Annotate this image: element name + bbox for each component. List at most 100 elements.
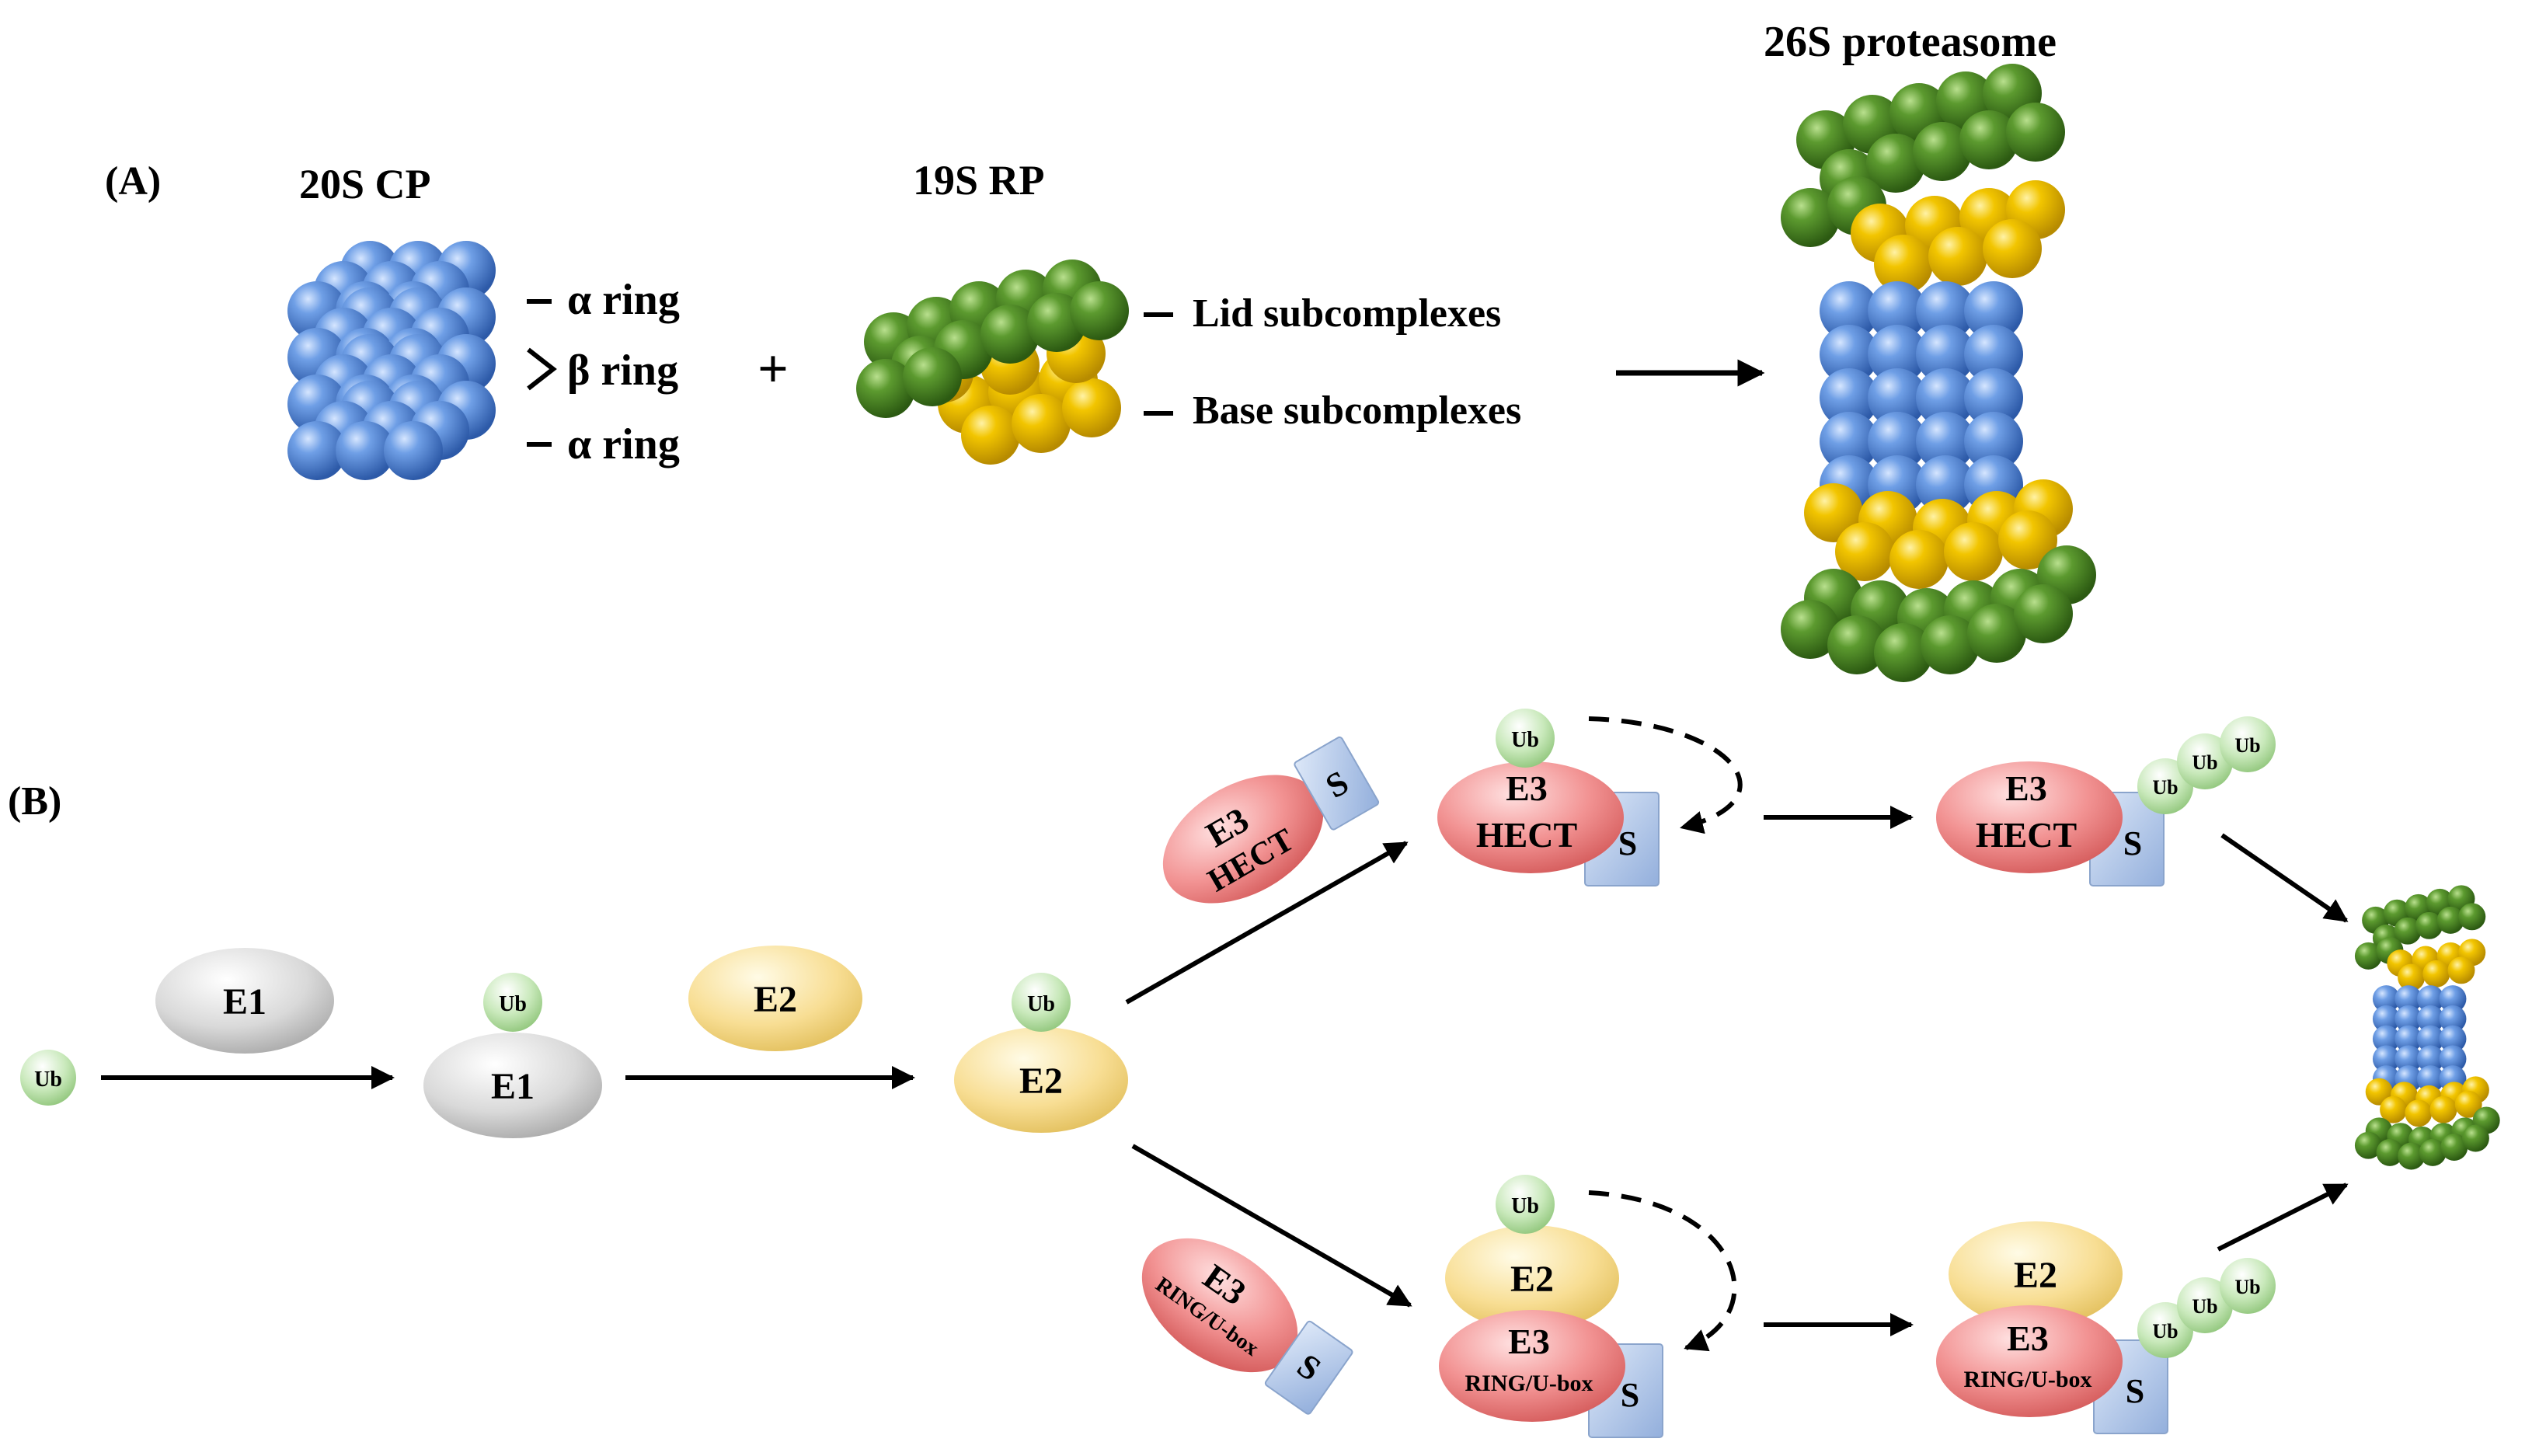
e2-enzyme-catalyst: E2 [688, 946, 862, 1051]
cp-subunit-sphere [336, 421, 395, 480]
e3-ring-catalyst: E3 RING/U-box S [1141, 1238, 1353, 1415]
proteasome-core-sphere [1964, 281, 2023, 340]
rp-lid-sphere [903, 347, 962, 406]
hect-label: HECT [1976, 815, 2077, 855]
e1-label-2: E1 [491, 1066, 535, 1107]
panel-b: (B) Ub E1 E1 Ub E2 E2 Ub [8, 709, 2500, 1438]
ub-label: Ub [2234, 734, 2260, 757]
proteasome-base-sphere [1998, 510, 2057, 570]
proteasome-core-sphere [1916, 412, 1975, 471]
cp-subunit-sphere [384, 421, 443, 480]
e3-label: E3 [2005, 768, 2047, 808]
e1-label: E1 [223, 981, 266, 1022]
proteasome-core-sphere [2394, 1025, 2422, 1053]
proteasome-base-sphere [2398, 963, 2426, 991]
proteasome-lid-sphere [1913, 122, 1972, 181]
20s-cp-structure [287, 241, 496, 480]
ub-label: Ub [2192, 1295, 2217, 1318]
proteasome-lid-sphere [1959, 110, 2018, 169]
e3-hect-catalyst: E3 HECT S [1162, 736, 1380, 904]
cp-subunit-sphere [287, 421, 347, 480]
ub-label: Ub [1027, 992, 1055, 1016]
proteasome-core-sphere [2439, 985, 2467, 1013]
e3-label: E3 [1508, 1322, 1550, 1361]
e2-label-2: E2 [1019, 1061, 1063, 1102]
e3-label: E3 [2007, 1318, 2049, 1358]
proteasome-core-sphere [1820, 368, 1879, 427]
ub-transfer-dashed-arrow [1588, 1190, 1737, 1352]
rp-lid-sphere [980, 305, 1040, 364]
proteasome-core-sphere [2372, 985, 2400, 1013]
proteasome-core-sphere [2372, 1025, 2400, 1053]
proteasome-core-sphere [1868, 281, 1927, 340]
rp-base-sphere [1062, 378, 1121, 437]
proteasome-core-sphere [1916, 281, 1975, 340]
proteasome-base-sphere [2447, 956, 2475, 984]
proteasome-core-sphere [1964, 368, 2023, 427]
proteasome-base-sphere [2380, 1095, 2408, 1123]
proteasome-lid-sphere [2014, 584, 2073, 643]
proteasome-base-sphere [2454, 1090, 2482, 1118]
proteasome-core-sphere [2372, 1045, 2400, 1073]
proteasome-lid-sphere [1781, 188, 1840, 247]
proteasome-core-sphere [2394, 1045, 2422, 1073]
proteasome-base-sphere [2405, 1099, 2433, 1127]
proteasome-lid-sphere [2440, 1134, 2468, 1161]
proteasome-base-sphere [1874, 235, 1933, 294]
proteasome-core-sphere [1820, 412, 1879, 471]
hect-polyub-substrate: S E3 HECT Ub Ub Ub [1936, 716, 2276, 886]
proteasome-lid-sphere [2419, 1138, 2447, 1166]
proteasome-lid-sphere [2376, 1138, 2404, 1166]
proteasome-core-sphere [2394, 985, 2422, 1013]
ub-label: Ub [34, 1068, 62, 1092]
e1-enzyme-catalyst: E1 [155, 948, 334, 1054]
panel-a-label: (A) [105, 159, 161, 204]
proteasome-title: 26S proteasome [1764, 18, 2057, 66]
ring-e2-e3-intermediate: E2 Ub S E3 RING/U-box [1439, 1175, 1737, 1438]
rp-base-sphere [961, 406, 1020, 465]
ub-label: Ub [2192, 751, 2217, 774]
proteasome-core-sphere [2416, 1025, 2444, 1053]
proteasome-lid-sphere [2461, 1124, 2489, 1152]
proteasome-lid-sphere [1781, 600, 1840, 659]
base-subcomplexes-label: Base subcomplexes [1193, 388, 1521, 433]
e2-ub-complex: E2 Ub [954, 973, 1128, 1133]
e3-label: E3 [1506, 768, 1548, 808]
proteasome-core-sphere [1820, 325, 1879, 384]
proteasome-core-sphere [1868, 368, 1927, 427]
proteasome-lid-sphere [1921, 615, 1980, 674]
proteasome-lid-sphere [2394, 917, 2422, 945]
proteasome-base-sphere [1928, 227, 1987, 286]
alpha-ring-bottom-label: α ring [567, 420, 680, 468]
ub-label: Ub [1511, 1194, 1539, 1218]
panel-b-label: (B) [8, 779, 61, 824]
substrate-label: S [1618, 824, 1637, 862]
proteasome-lid-sphere [2354, 942, 2382, 970]
proteasome-core-sphere [2416, 1045, 2444, 1073]
proteasome-lid-sphere [2436, 906, 2464, 934]
proteasome-core-sphere [2416, 1005, 2444, 1033]
alpha-ring-top-label: α ring [567, 276, 680, 324]
e2-label: E2 [754, 979, 797, 1020]
proteasome-core-sphere [1868, 412, 1927, 471]
proteasome-lid-sphere [2006, 103, 2065, 162]
substrate-label: S [2126, 1372, 2144, 1410]
ub-label: Ub [499, 992, 527, 1016]
rp-lid-sphere [856, 359, 915, 418]
ring-polyub-substrate: E2 S E3 RING/U-box Ub Ub Ub [1936, 1221, 2276, 1434]
proteasome-core-sphere [1820, 281, 1879, 340]
proteasome-base-sphere [1889, 530, 1949, 589]
proteasome-core-sphere [2439, 1045, 2467, 1073]
proteasome-lid-sphere [1874, 623, 1933, 682]
19s-rp-structure [856, 260, 1129, 465]
beta-ring-bracket [527, 347, 557, 391]
ring-ubox-label: RING/U-box [1465, 1371, 1593, 1396]
beta-ring-label: β ring [567, 347, 678, 395]
rp-base-sphere [1012, 394, 1071, 453]
ub-label: Ub [2152, 1320, 2178, 1343]
ub-free: Ub [20, 1050, 76, 1106]
lid-subcomplexes-label: Lid subcomplexes [1193, 291, 1501, 336]
26s-proteasome-structure [1781, 64, 2096, 682]
proteasome-base-sphere [1944, 522, 2003, 581]
